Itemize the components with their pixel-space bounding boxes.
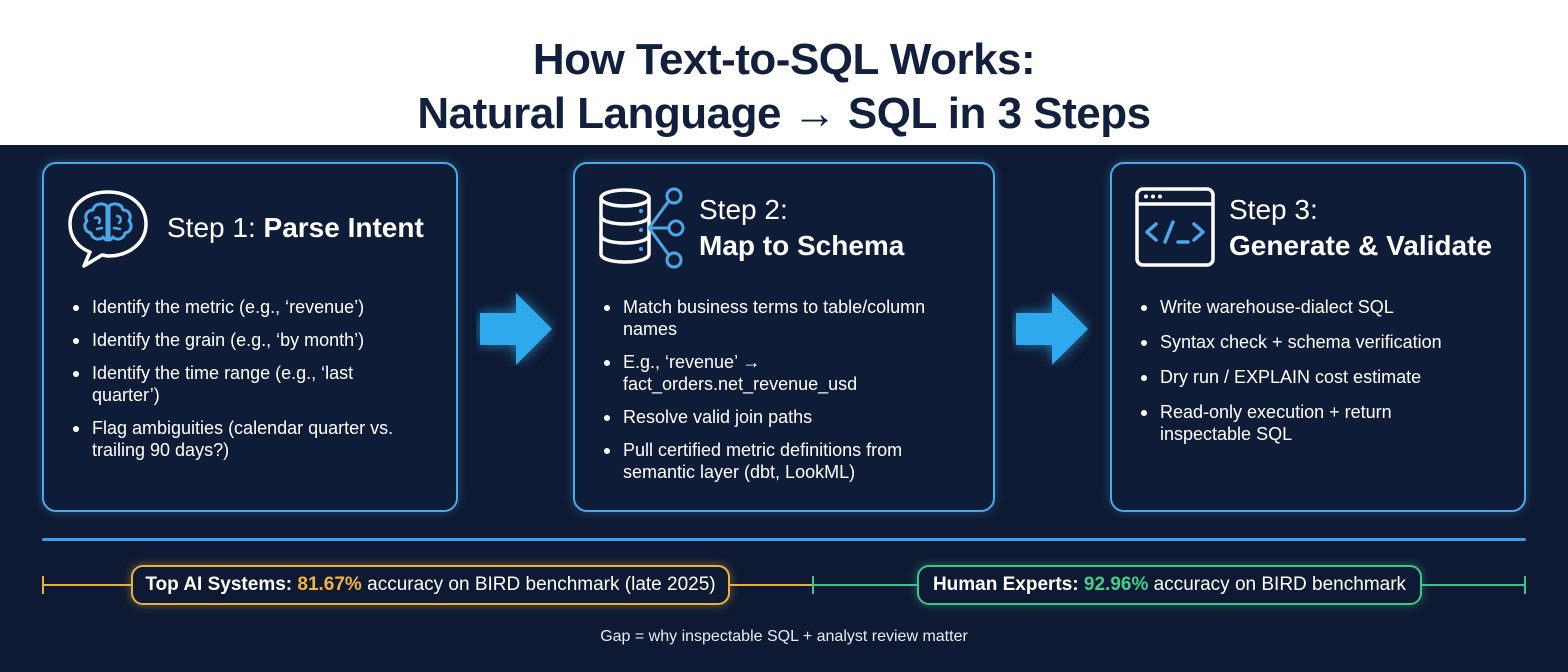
step-3-heading: Step 3: Generate & Validate	[1229, 192, 1492, 264]
ai-accuracy-badge: Top AI Systems: 81.67% accuracy on BIRD …	[131, 565, 730, 605]
step-3-bullets: Write warehouse-dialect SQL Syntax check…	[1138, 296, 1478, 456]
human-accuracy-text: accuracy on BIRD benchmark	[1153, 574, 1407, 595]
list-item: Read-only execution + return inspectable…	[1138, 401, 1420, 445]
step-2-heading: Step 2: Map to Schema	[699, 192, 904, 264]
step-1-heading: Step 1: Parse Intent	[167, 210, 424, 246]
ai-label: Top AI Systems:	[145, 574, 293, 595]
title-area: How Text-to-SQL Works: Natural Language …	[0, 0, 1568, 145]
step-1-card: Step 1: Parse Intent Identify the metric…	[42, 162, 458, 512]
brain-speech-bubble-icon	[68, 190, 148, 268]
step-3-card: Step 3: Generate & Validate Write wareho…	[1110, 162, 1526, 512]
human-scale-end-tick	[1524, 576, 1526, 594]
database-network-icon	[599, 187, 685, 269]
step-3-prefix: Step 3:	[1229, 194, 1318, 225]
list-item: Resolve valid join paths	[601, 406, 951, 428]
diagram-panel: Step 1: Parse Intent Identify the metric…	[0, 145, 1568, 672]
page-title-line-2: Natural Language → SQL in 3 Steps	[417, 89, 1151, 138]
step-1-prefix: Step 1:	[167, 212, 264, 243]
human-label: Human Experts:	[932, 574, 1079, 595]
list-item: Identify the metric (e.g., ‘revenue’)	[70, 296, 400, 318]
list-item: Identify the time range (e.g., ‘last qua…	[70, 362, 400, 406]
list-item: Match business terms to table/column nam…	[601, 296, 951, 340]
ai-accuracy-text: accuracy on BIRD benchmark (late 2025)	[367, 574, 716, 595]
step-2-prefix: Step 2:	[699, 194, 788, 225]
list-item: Pull certified metric definitions from s…	[601, 439, 951, 483]
scale-mid-tick	[812, 576, 814, 594]
list-item: E.g., ‘revenue’ → fact_orders.net_revenu…	[601, 351, 873, 395]
page-title-line-1: How Text-to-SQL Works:	[532, 35, 1036, 84]
step-2-bullets: Match business terms to table/column nam…	[601, 296, 951, 494]
human-accuracy-value: 92.96%	[1083, 574, 1149, 595]
code-window-icon	[1135, 187, 1215, 267]
section-divider	[42, 538, 1526, 541]
step-2-card: Step 2: Map to Schema Match business ter…	[573, 162, 995, 512]
step-1-name: Parse Intent	[263, 212, 424, 243]
list-item: Write warehouse-dialect SQL	[1138, 296, 1478, 318]
list-item: Identify the grain (e.g., ‘by month’)	[70, 329, 400, 351]
list-item: Syntax check + schema verification	[1138, 331, 1478, 353]
ai-accuracy-value: 81.67%	[297, 574, 362, 595]
list-item: Flag ambiguities (calendar quarter vs. t…	[70, 417, 400, 461]
step-2-name: Map to Schema	[699, 230, 905, 261]
arrow-right-icon	[480, 293, 552, 365]
step-3-name: Generate & Validate	[1229, 230, 1493, 261]
gap-footnote: Gap = why inspectable SQL + analyst revi…	[600, 628, 968, 645]
ai-scale-start-tick	[42, 576, 44, 594]
human-accuracy-badge: Human Experts: 92.96% accuracy on BIRD b…	[917, 565, 1422, 605]
arrow-right-icon	[1016, 293, 1088, 365]
list-item: Dry run / EXPLAIN cost estimate	[1138, 366, 1478, 388]
step-1-bullets: Identify the metric (e.g., ‘revenue’) Id…	[70, 296, 400, 472]
